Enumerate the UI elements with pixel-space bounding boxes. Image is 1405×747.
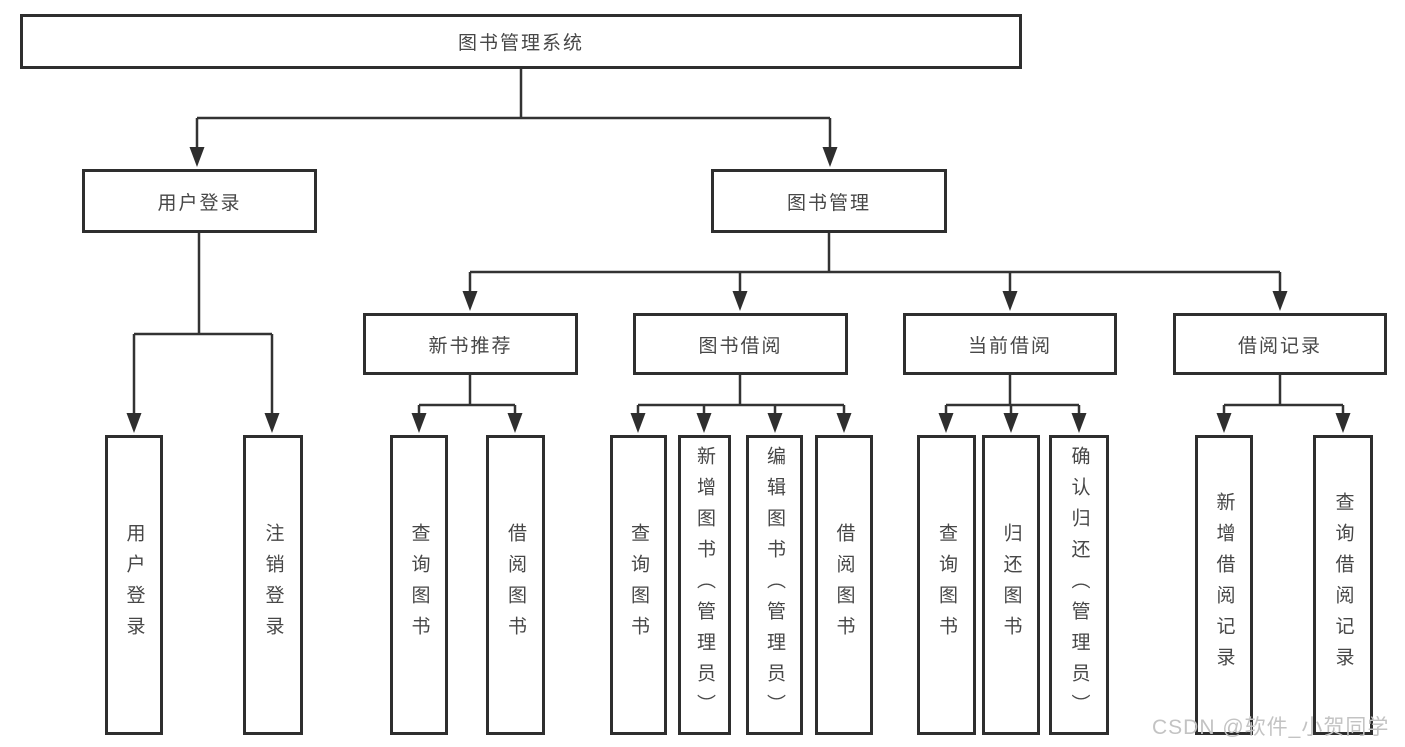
node-label: 图书管理	[786, 192, 871, 214]
node-new-book-recommend: 新书推荐	[363, 313, 578, 375]
node-label: 用户登录	[157, 192, 242, 214]
node-label: 新增借阅记录	[1213, 492, 1235, 678]
node-user-login: 用户登录	[82, 169, 317, 233]
node-label: 新书推荐	[428, 335, 513, 357]
node-label: 借阅图书	[833, 523, 855, 647]
leaf-borrow-books-borrowing: 借阅图书	[815, 435, 873, 735]
node-label: 查询图书	[408, 523, 430, 647]
node-label: 查询图书	[628, 523, 649, 647]
node-current-borrowing: 当前借阅	[903, 313, 1117, 375]
leaf-query-books-current: 查询图书	[917, 435, 976, 735]
leaf-user-login: 用户登录	[105, 435, 163, 735]
leaf-logout: 注销登录	[243, 435, 303, 735]
node-label: 新增图书（管理员）	[694, 445, 715, 725]
node-label: 图书借阅	[698, 335, 783, 357]
arrowheads	[126, 147, 1351, 433]
leaf-edit-book-admin: 编辑图书（管理员）	[746, 435, 803, 735]
node-label: 归还图书	[1000, 523, 1022, 647]
node-label: 借阅图书	[505, 523, 526, 647]
node-label: 编辑图书（管理员）	[764, 445, 785, 725]
node-label: 借阅记录	[1237, 335, 1322, 357]
node-label: 图书管理系统	[457, 33, 584, 54]
node-book-management: 图书管理	[711, 169, 947, 233]
leaf-query-books-recommend: 查询图书	[390, 435, 448, 735]
node-book-borrowing: 图书借阅	[633, 313, 848, 375]
node-label: 用户登录	[123, 523, 145, 647]
node-label: 当前借阅	[967, 335, 1052, 357]
leaf-add-book-admin: 新增图书（管理员）	[678, 435, 731, 735]
leaf-confirm-return-admin: 确认归还（管理员）	[1049, 435, 1109, 735]
node-label: 查询图书	[936, 523, 957, 647]
node-label: 查询借阅记录	[1332, 492, 1354, 678]
leaf-add-borrow-record: 新增借阅记录	[1195, 435, 1253, 735]
node-label: 确认归还（管理员）	[1068, 445, 1090, 725]
node-library-management-system: 图书管理系统	[20, 14, 1022, 69]
leaf-return-books: 归还图书	[982, 435, 1040, 735]
leaf-query-borrow-record: 查询借阅记录	[1313, 435, 1373, 735]
leaf-query-books-borrowing: 查询图书	[610, 435, 667, 735]
csdn-watermark: CSDN @软件_小贺同学	[1152, 716, 1390, 739]
node-borrow-records: 借阅记录	[1173, 313, 1387, 375]
node-label: 注销登录	[262, 523, 284, 647]
leaf-borrow-books-recommend: 借阅图书	[486, 435, 545, 735]
